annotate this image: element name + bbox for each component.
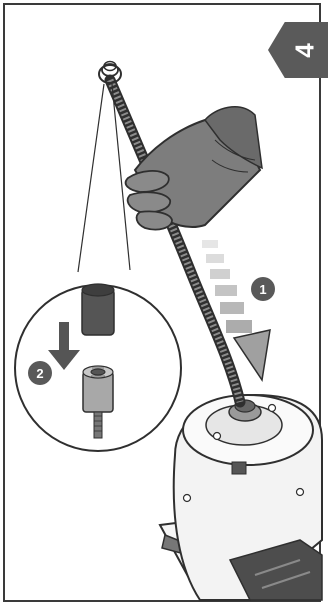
detail-magnifier: 2 xyxy=(15,284,181,451)
zoom-leader-left xyxy=(78,84,104,272)
callout-1: 1 xyxy=(251,277,275,301)
end-cap-part xyxy=(82,284,114,335)
step-number: 4 xyxy=(290,43,321,57)
glove-icon xyxy=(126,107,262,230)
drain-machine xyxy=(160,395,322,600)
callout-2-label: 2 xyxy=(36,366,43,381)
callout-2: 2 xyxy=(28,361,52,385)
callout-1-label: 1 xyxy=(259,282,266,297)
